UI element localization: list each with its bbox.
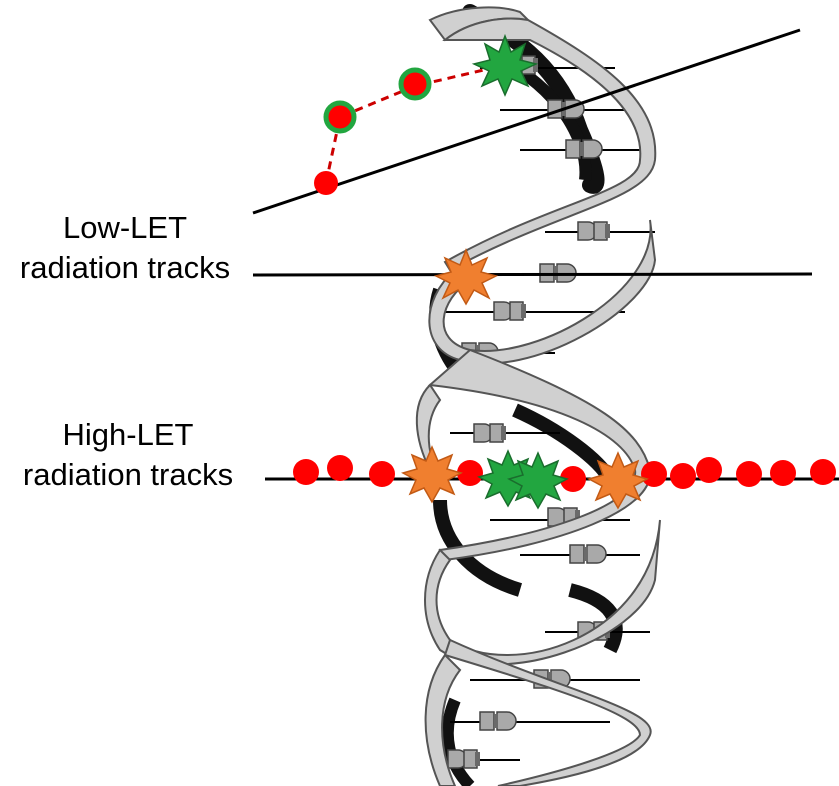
ionization-dot [810, 459, 836, 485]
dna-front-strand [415, 6, 661, 786]
base-damage-star [471, 33, 539, 97]
strand-break-star [401, 445, 463, 504]
high-let-label: High-LET radiation tracks [8, 415, 248, 495]
ionization-dot [293, 459, 319, 485]
low-let-label: Low-LET radiation tracks [0, 208, 250, 288]
ionization-dot [457, 460, 483, 486]
low-let-track-1 [252, 28, 801, 215]
low-let-tracks [252, 28, 813, 277]
ionization-dot [369, 461, 395, 487]
strand-break-star [587, 451, 649, 510]
low-let-ionizations [314, 67, 432, 195]
ionization-dot [327, 455, 353, 481]
secondary-ionization-ring [323, 100, 357, 134]
high-let-ionizations [293, 455, 836, 492]
ionization-dot [641, 461, 667, 487]
low-let-label-line1: Low-LET [62, 210, 188, 245]
base-damage-star [507, 451, 569, 510]
secondary-electron-path [324, 63, 506, 184]
strand-break-star [433, 247, 499, 306]
secondary-ionization-ring [398, 67, 432, 101]
high-let-label-line1: High-LET [62, 417, 194, 452]
ionization-dot [736, 461, 762, 487]
high-let-label-line2: radiation tracks [22, 457, 234, 492]
ionization-dot [696, 457, 722, 483]
low-let-label-line2: radiation tracks [19, 250, 231, 285]
ionization-dot [770, 460, 796, 486]
ionization-dot [670, 463, 696, 489]
low-let-track-2 [252, 272, 813, 277]
ionization-dot [314, 171, 338, 195]
ionization-dot [560, 466, 586, 492]
